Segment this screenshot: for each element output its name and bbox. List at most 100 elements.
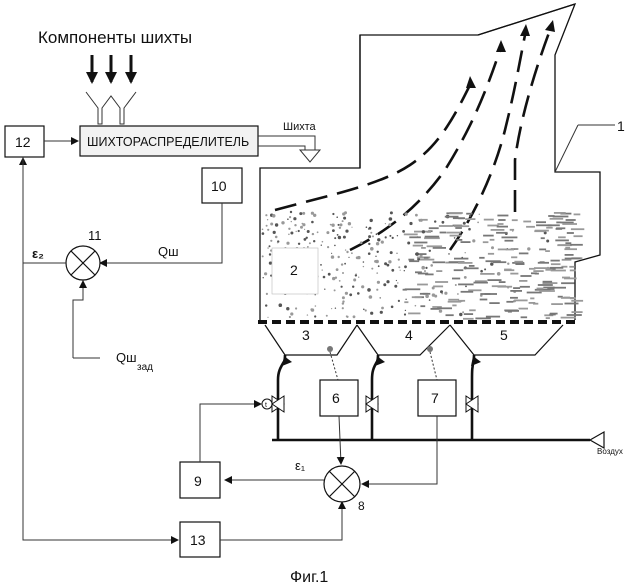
- bed-particle: [332, 229, 335, 232]
- bed-particle: [265, 214, 267, 216]
- bed-particle: [521, 316, 528, 318]
- bed-particle: [363, 266, 364, 267]
- bed-particle: [370, 219, 373, 222]
- bed-particle: [448, 299, 459, 301]
- bed-particle: [425, 267, 427, 269]
- bed-particle: [551, 270, 566, 272]
- bed-particle: [433, 247, 446, 249]
- bed-particle: [536, 221, 546, 223]
- box-10: 10: [202, 168, 242, 203]
- distributor-label: ШИХТОРАСПРЕДЕЛИТЕЛЬ: [87, 135, 249, 149]
- bed-particle: [502, 237, 518, 239]
- bed-particle: [344, 263, 346, 265]
- bed-particle: [543, 281, 553, 283]
- bed-particle: [557, 244, 571, 246]
- box-9-number: 9: [194, 473, 202, 489]
- bed-particle: [348, 222, 351, 225]
- bed-particle: [514, 261, 523, 263]
- bed-particle: [415, 214, 418, 217]
- bed-particle: [267, 219, 268, 220]
- q-set-subscript: зад: [137, 362, 153, 373]
- bed-particle: [368, 252, 371, 255]
- valve-actuator: t: [262, 399, 272, 409]
- bed-particle: [536, 224, 552, 226]
- box-7: 7: [418, 380, 456, 416]
- bed-particle: [420, 305, 425, 307]
- bed-particle: [375, 256, 376, 257]
- bed-particle: [424, 257, 429, 259]
- bed-particle: [498, 219, 505, 221]
- bed-particle: [483, 235, 494, 237]
- bed-particle: [334, 245, 336, 247]
- bed-particle: [504, 269, 514, 271]
- bed-particle: [377, 251, 379, 253]
- bed-particle: [541, 237, 545, 239]
- bed-particle: [345, 292, 348, 295]
- bed-particle: [368, 228, 370, 230]
- bed-particle: [404, 301, 408, 303]
- bed-particle: [436, 270, 442, 272]
- bed-particle: [331, 255, 334, 258]
- bed-particle: [361, 285, 364, 288]
- bed-particle: [402, 230, 405, 233]
- bed-particle: [355, 273, 356, 274]
- bed-particle: [510, 229, 514, 231]
- bed-particle: [408, 313, 420, 315]
- zone-2: 2: [272, 248, 318, 294]
- bed-particle: [488, 253, 494, 255]
- bed-particle: [458, 262, 472, 264]
- bed-particle: [385, 223, 386, 224]
- zone-2-number: 2: [290, 262, 298, 278]
- bed-particle: [313, 240, 315, 242]
- bed-particle: [380, 297, 381, 298]
- bed-particle: [335, 308, 336, 309]
- bed-particle: [357, 256, 360, 259]
- bed-particle: [448, 301, 462, 303]
- bed-particle: [397, 235, 398, 236]
- bed-particle: [374, 260, 377, 263]
- bed-particle: [342, 220, 344, 222]
- bed-particle: [309, 242, 311, 244]
- bed-particle: [287, 218, 289, 220]
- bed-particle: [332, 213, 334, 215]
- bed-particle: [539, 290, 555, 292]
- bed-particle: [334, 289, 336, 291]
- bed-particle: [378, 265, 380, 267]
- bed-particle: [418, 273, 428, 275]
- svg-text:t: t: [265, 402, 267, 409]
- bed-particle: [461, 291, 474, 293]
- bed-particle: [546, 317, 550, 319]
- bed-particle: [270, 240, 272, 242]
- bed-particle: [535, 273, 539, 275]
- bed-particle: [567, 314, 582, 316]
- bed-particle: [351, 252, 353, 254]
- box-10-number: 10: [211, 178, 227, 194]
- bed-particle: [322, 269, 323, 270]
- bed-particle: [299, 212, 302, 215]
- bed-particle: [407, 242, 410, 245]
- bed-particle: [553, 287, 566, 289]
- bed-particle: [455, 284, 457, 286]
- bed-particle: [419, 219, 428, 221]
- q-label: Qш: [158, 244, 179, 259]
- bed-particle: [367, 288, 371, 292]
- bed-particle: [311, 212, 314, 215]
- bed-particle: [429, 299, 431, 301]
- bed-particle: [388, 223, 391, 226]
- bed-particle: [556, 222, 561, 224]
- bed-particle: [489, 302, 499, 304]
- bed-particle: [409, 222, 412, 225]
- bed-particle: [561, 317, 576, 319]
- bed-particle: [353, 315, 356, 318]
- air-inlet-arrow: [590, 432, 604, 448]
- bed-particle: [461, 241, 471, 243]
- bed-particle: [341, 286, 343, 288]
- bed-particle: [422, 230, 425, 233]
- bed-particle: [421, 247, 426, 249]
- bed-particle: [479, 257, 484, 259]
- bed-particle: [469, 215, 471, 217]
- bed-particle: [551, 303, 563, 305]
- bed-particle: [510, 290, 522, 292]
- bed-particle: [420, 259, 434, 261]
